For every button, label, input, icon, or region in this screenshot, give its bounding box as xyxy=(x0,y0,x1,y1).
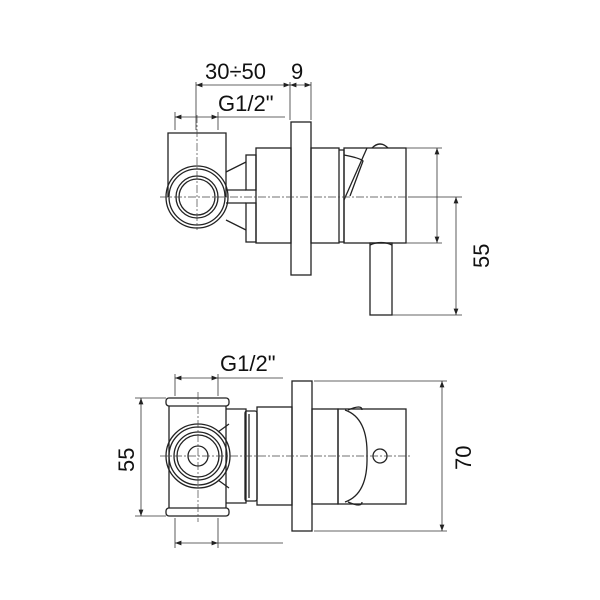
dim-height-flange: 70 xyxy=(451,446,476,470)
dim-flange: 9 xyxy=(291,59,303,84)
dim-height-body: 55 xyxy=(114,448,139,472)
dim-thread-bottom: G1/2" xyxy=(220,351,276,376)
bottom-view: G1/2" 55 xyxy=(114,351,476,548)
dim-depth-range: 30÷50 xyxy=(205,59,266,84)
dim-height-top: 55 xyxy=(469,244,494,268)
dim-thread-top: G1/2" xyxy=(218,91,274,116)
top-view: 30÷50 9 G1/2" xyxy=(160,59,494,316)
